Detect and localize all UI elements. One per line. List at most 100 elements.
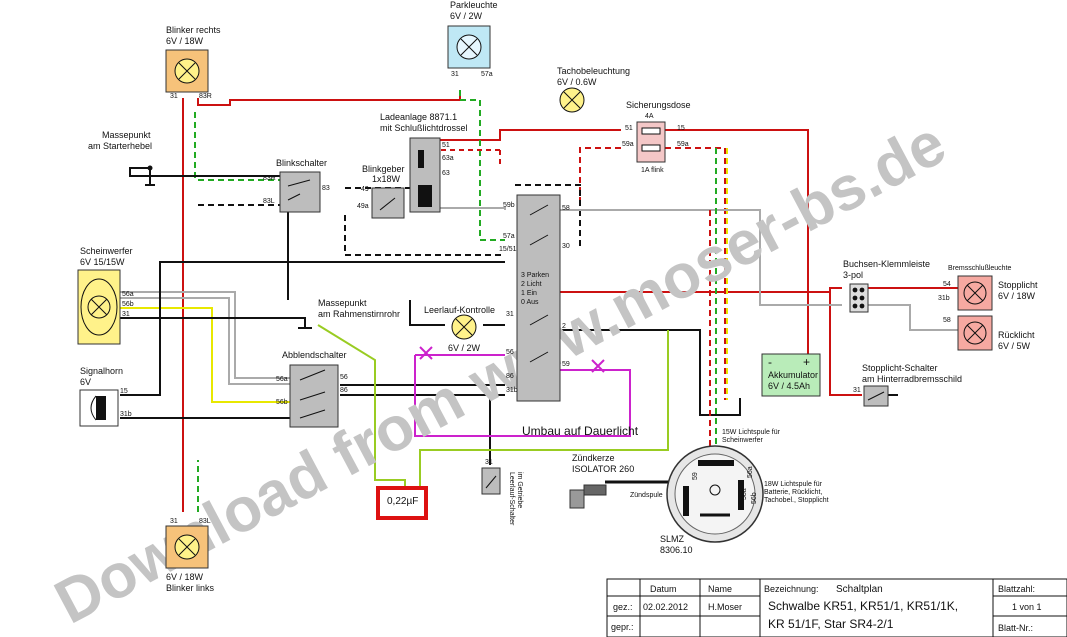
zuendkerze-name: Zündkerze [572, 453, 615, 463]
buchsen-name: Buchsen-Klemmleiste [843, 259, 930, 269]
wire-red-batt [665, 129, 809, 354]
stopplicht-schalter-sub: am Hinterradbremsschild [862, 374, 962, 384]
abblendschalter-pin-56: 56 [340, 374, 348, 381]
wire-red-83r [197, 90, 461, 106]
kondensator-label: 0,22µF [387, 496, 418, 507]
scheinwerfer-lamp [77, 269, 121, 345]
kondensator-box [376, 486, 428, 520]
sicherungsdose-pin-59a-l: 59a [622, 141, 634, 148]
umbau-label: Umbau auf Dauerlicht [522, 424, 639, 438]
lichtspule18-line1: 18W Lichtspule für [764, 481, 823, 488]
tb-blatt-nr-label: Blatt-Nr.: [998, 623, 1033, 633]
leerlauf-schalter-line2: im Getriebe [516, 472, 523, 508]
fuse-4a [641, 127, 661, 135]
zuendkerze-cap [583, 484, 607, 496]
tb-author: H.Moser [708, 602, 742, 612]
slmz-coil-top [698, 460, 734, 466]
blinkgeber-contact [379, 197, 396, 211]
massepunkt-starter-name: Massepunkt [102, 130, 151, 140]
blinker-right-name: Blinker rechts [166, 25, 221, 35]
wire-gray-58 [440, 207, 842, 306]
tb-row-gepr: gepr.: [611, 622, 634, 632]
wire-gray-58b [862, 304, 958, 331]
slmz-pin-56a: 56a [747, 466, 754, 478]
ladeanlage-diode [418, 150, 424, 168]
abblendschalter-name: Abblendschalter [282, 350, 347, 360]
wire-gray-headlight2 [120, 297, 290, 385]
zs-pos-3: 3 Parken [521, 272, 549, 279]
zs-pin-59b: 59b [503, 202, 515, 209]
tb-blattzahl-label: Blattzahl: [998, 584, 1035, 594]
bremsschluss-pin-54: 54 [943, 281, 951, 288]
slmz-coil-left [683, 486, 689, 516]
signalhorn-rating: 6V [80, 377, 91, 387]
wire-black-31 [120, 317, 306, 328]
akkumulator-plus: + [803, 355, 810, 369]
slmz-sub: 8306.10 [660, 545, 693, 555]
tb-col-name: Name [708, 584, 732, 594]
zuendspule-label: Zündspule [630, 492, 663, 499]
tacho-lamp [559, 87, 585, 113]
parkleuchte-pin-a: 31 [451, 71, 459, 78]
wire-black-horn2 [120, 261, 505, 396]
cut-mark-left [419, 346, 433, 360]
wire-magenta-1 [414, 354, 631, 437]
massepunkt-rahmen-name: Massepunkt [318, 298, 367, 308]
ruecklicht-name: Rücklicht [998, 330, 1035, 340]
cut-mark-right [591, 359, 605, 373]
zs-pin-15-51: 15/51 [499, 246, 517, 253]
leerlauf-schalter-line1: Leerlauf-Schalter [508, 472, 515, 526]
leerlauf-schalter-pin: 31 [485, 459, 493, 466]
zs-pin-31: 31 [506, 311, 514, 318]
sicherungsdose-pin-51: 51 [625, 125, 633, 132]
sicherungsdose-fuse2: 1A flink [641, 167, 664, 174]
leerlauf-schalter-box [481, 467, 501, 495]
tb-blattzahl-value: 1 von 1 [1012, 602, 1042, 612]
scheinwerfer-pin-56a: 56a [122, 291, 134, 298]
fuse-1a [641, 144, 661, 152]
leerlauf-lamp [451, 314, 477, 340]
massepunkt-starter-dot [147, 165, 153, 171]
zs-pin-31b: 31b [506, 387, 518, 394]
abblendschalter-pin-56b: 56b [276, 399, 288, 406]
blinkschalter-pin-83: 83 [322, 185, 330, 192]
signalhorn-symbol [79, 389, 119, 427]
wire-lime-2 [419, 330, 669, 488]
slmz-pin-58a: 58a [741, 488, 748, 500]
wire-green-dash [198, 90, 505, 241]
leerlauf-kontrolle-rating: 6V / 2W [448, 343, 481, 353]
blinker-right-pin-a: 31 [170, 93, 178, 100]
ladeanlage-sub: mit Schlußlichtdrossel [380, 123, 468, 133]
scheinwerfer-pin-56b: 56b [122, 301, 134, 308]
zs-pos-0: 0 Aus [521, 299, 539, 306]
slmz-pin-59: 59 [692, 472, 699, 480]
stopplicht-schalter-pin: 31 [853, 387, 861, 394]
blinker-right-pin-b: 83R [199, 93, 212, 100]
wire-black-leer [409, 300, 505, 326]
wire-gray-headlight [120, 291, 290, 379]
signalhorn-pin-31b: 31b [120, 411, 132, 418]
signalhorn-pin-15: 15 [120, 388, 128, 395]
scheinwerfer-rating: 6V 15/15W [80, 257, 125, 267]
lichtspule15-line1: 15W Lichtspule für [722, 429, 781, 436]
wire-black-gnd-right [560, 329, 741, 416]
leerlauf-kontrolle-name: Leerlauf-Kontrolle [424, 305, 495, 315]
parkleuchte-pin-b: 57a [481, 71, 493, 78]
massepunkt-rahmen-sub: am Rahmenstirnrohr [318, 309, 400, 319]
blinkschalter-contacts [287, 179, 311, 201]
sicherungsdose-pin-59a-r: 59a [677, 141, 689, 148]
zs-pos-1: 1 Ein [521, 290, 537, 297]
blinker-left-pin-a: 31 [170, 518, 178, 525]
blinkschalter-pin-83r: 83R [263, 175, 276, 182]
sicherungsdose-name: Sicherungsdose [626, 100, 691, 110]
abblendschalter-contacts [299, 369, 326, 419]
zuendschloss-box [516, 194, 561, 402]
slmz-pin-56b: 56b [751, 492, 758, 504]
tb-date: 02.02.2012 [643, 602, 688, 612]
tb-bez-value: Schaltplan [836, 584, 883, 595]
zuendkerze-body [569, 489, 585, 509]
zs-pin-57a: 57a [503, 233, 515, 240]
wire-red-yellow-15 [579, 147, 726, 400]
